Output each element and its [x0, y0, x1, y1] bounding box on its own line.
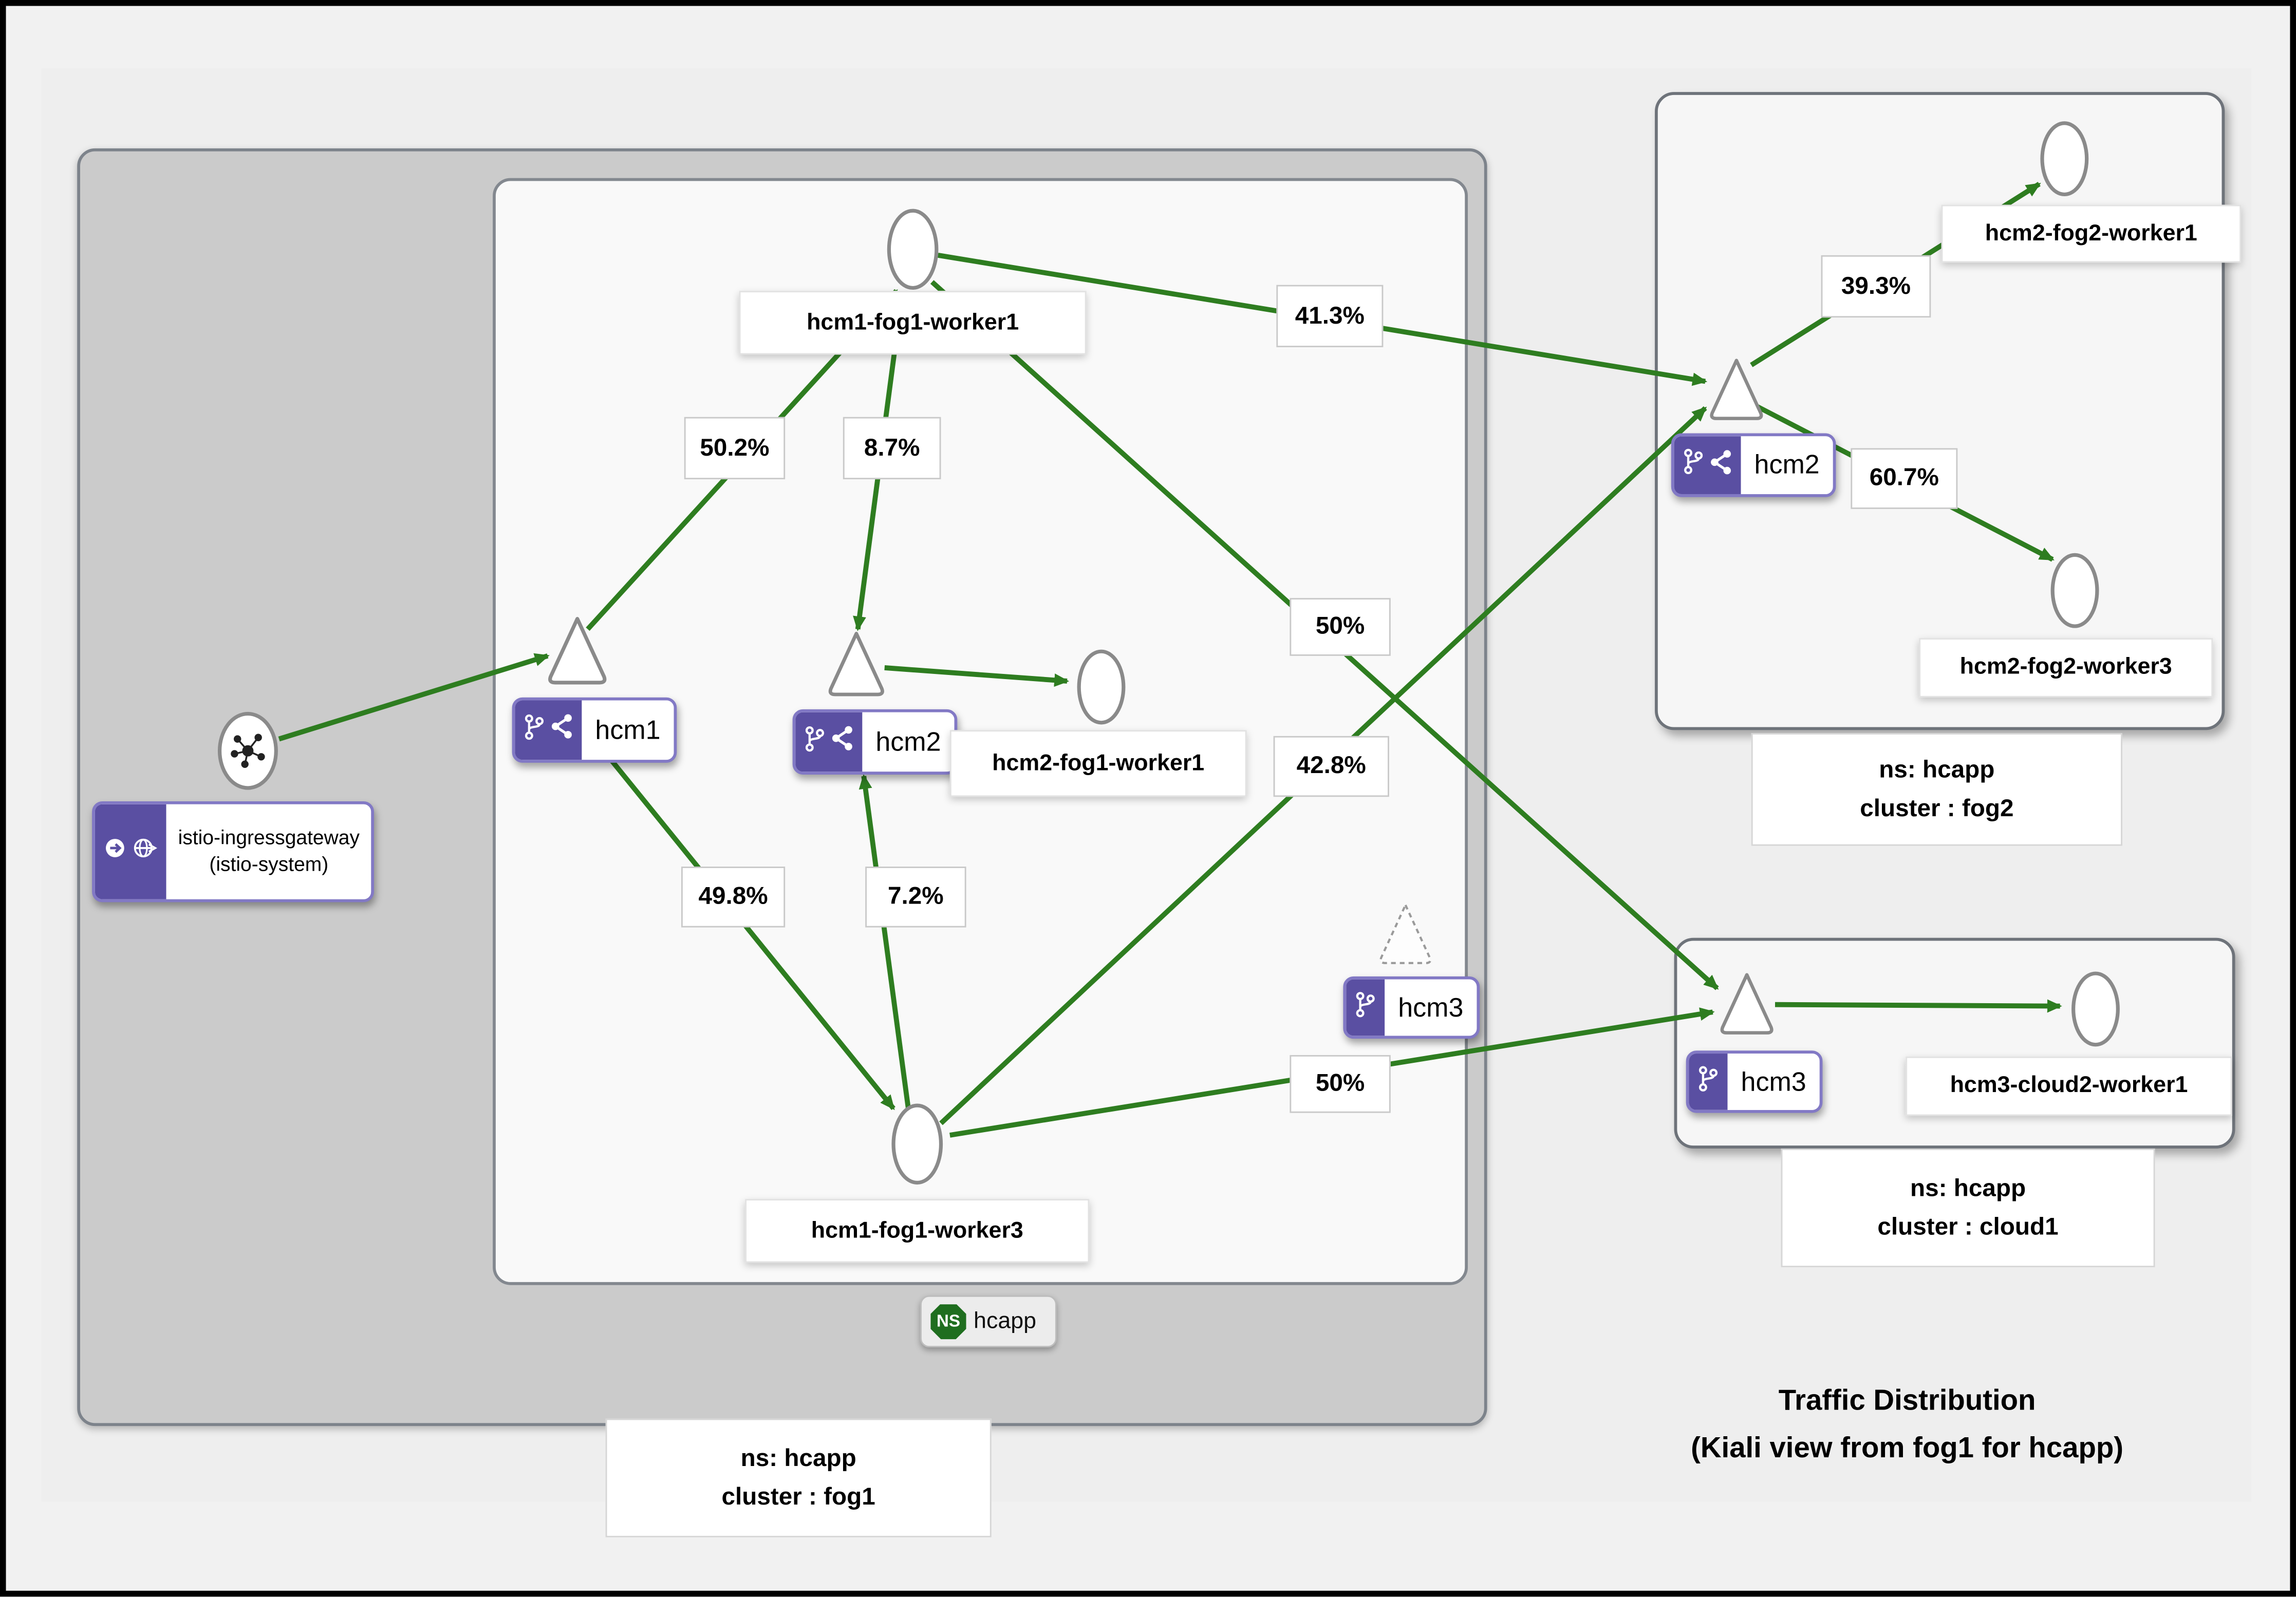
share-alt-icon [831, 726, 853, 759]
hcm3-fog1-service-node[interactable] [1376, 896, 1435, 970]
edge-label-hcm2fog2-worker3[interactable]: 60.7% [1851, 448, 1958, 509]
code-branch-icon [524, 713, 545, 747]
hcm3-fog1-label-text: hcm3 [1385, 979, 1477, 1036]
hcm2-fog2-worker3-label[interactable]: hcm2-fog2-worker3 [1919, 638, 2213, 698]
title-line2: (Kiali view from fog1 for hcapp) [1691, 1432, 2124, 1465]
gateway-label-line2: (istio-system) [209, 853, 329, 876]
hcm2-fog1-worker1-label[interactable]: hcm2-fog1-worker1 [949, 730, 1247, 797]
hcm2-fog2-worker1-node[interactable] [2038, 117, 2091, 200]
namespace-badge-hcapp[interactable]: NS hcapp [920, 1295, 1057, 1348]
share-alt-icon [551, 714, 573, 747]
code-branch-icon [805, 725, 825, 759]
caption-fog2: ns: hcapp cluster : fog2 [1751, 733, 2122, 846]
istio-ingressgateway-label[interactable]: istio-ingressgateway (istio-system) [92, 801, 375, 903]
arrow-circle-right-icon [104, 837, 126, 867]
hcm2-fog2-worker1-label[interactable]: hcm2-fog2-worker1 [1941, 204, 2242, 263]
edge-label-worker1-hcm3cloud1[interactable]: 50% [1290, 598, 1391, 656]
hcm2-fog2-label-text: hcm2 [1741, 436, 1833, 494]
gateway-label-line1: istio-ingressgateway [178, 827, 360, 850]
title-line1: Traffic Distribution [1778, 1384, 2036, 1417]
hcm3-cloud1-service-node[interactable] [1717, 967, 1777, 1039]
hcm3-cloud2-worker1-label[interactable]: hcm3-cloud2-worker1 [1906, 1056, 2232, 1116]
hcm3-cloud2-worker1-node[interactable] [2069, 967, 2122, 1050]
caption-cloud1: ns: hcapp cluster : cloud1 [1781, 1148, 2155, 1268]
mesh-icon [231, 734, 265, 768]
hcm1-service-node[interactable] [545, 613, 610, 687]
ns-badge-name: hcapp [974, 1308, 1037, 1333]
edge-worker3-to-hcm2[interactable] [858, 774, 911, 1109]
share-alt-icon [1710, 449, 1732, 482]
edge-hcm2-to-fog1-worker1[interactable] [884, 665, 1070, 687]
edge-label-worker3-hcm2[interactable]: 7.2% [865, 867, 966, 928]
hcm3-cloud1-label-text: hcm3 [1727, 1054, 1820, 1110]
globe-arrow-icon [132, 837, 158, 867]
diagram-title: Traffic Distribution (Kiali view from fo… [1543, 1377, 2271, 1473]
hcm1-label[interactable]: hcm1 [512, 697, 677, 763]
hcm1-fog1-worker1-node[interactable] [883, 205, 943, 294]
edge-hcm1-to-worker3[interactable] [601, 747, 895, 1111]
caption-fog1: ns: hcapp cluster : fog1 [605, 1418, 992, 1537]
edge-label-hcm1-worker3[interactable]: 49.8% [681, 867, 786, 928]
edge-label-worker3-hcm3cloud1[interactable]: 50% [1290, 1055, 1391, 1113]
hcm2-fog1-label[interactable]: hcm2 [792, 709, 958, 775]
hcm2-fog1-service-node[interactable] [825, 628, 887, 699]
hcm2-fog2-label[interactable]: hcm2 [1671, 433, 1836, 497]
code-branch-icon [1355, 990, 1375, 1024]
code-branch-icon [1683, 448, 1704, 482]
istio-ingressgateway-node[interactable] [215, 708, 281, 794]
hcm3-cloud1-label[interactable]: hcm3 [1686, 1050, 1823, 1113]
hcm1-label-text: hcm1 [582, 700, 674, 760]
hcm2-fog2-worker3-node[interactable] [2048, 549, 2102, 632]
hcm2-fog1-label-text: hcm2 [862, 712, 955, 772]
edge-label-hcm2fog2-worker1[interactable]: 39.3% [1821, 255, 1931, 318]
hcm1-fog1-worker1-label[interactable]: hcm1-fog1-worker1 [739, 291, 1087, 355]
code-branch-icon [1698, 1065, 1719, 1099]
hcm1-fog1-worker3-node[interactable] [888, 1100, 947, 1189]
hcm2-fog2-service-node[interactable] [1707, 353, 1766, 425]
hcm3-fog1-label[interactable]: hcm3 [1343, 976, 1480, 1039]
hcm2-fog1-worker1-node[interactable] [1074, 646, 1128, 729]
edge-label-worker1-hcm2fog2[interactable]: 41.3% [1276, 285, 1384, 347]
edge-label-worker1-hcm2[interactable]: 8.7% [843, 417, 941, 480]
edge-hcm3cloud1-to-cloud2-worker1[interactable] [1775, 999, 2062, 1013]
hcm1-fog1-worker3-label[interactable]: hcm1-fog1-worker3 [745, 1199, 1090, 1263]
ns-hexagon-icon: NS [930, 1303, 966, 1340]
edge-label-worker3-hcm2fog2[interactable]: 42.8% [1273, 736, 1389, 797]
edge-label-hcm1-worker1[interactable]: 50.2% [684, 417, 786, 480]
edge-gateway-to-hcm1[interactable] [278, 653, 550, 742]
